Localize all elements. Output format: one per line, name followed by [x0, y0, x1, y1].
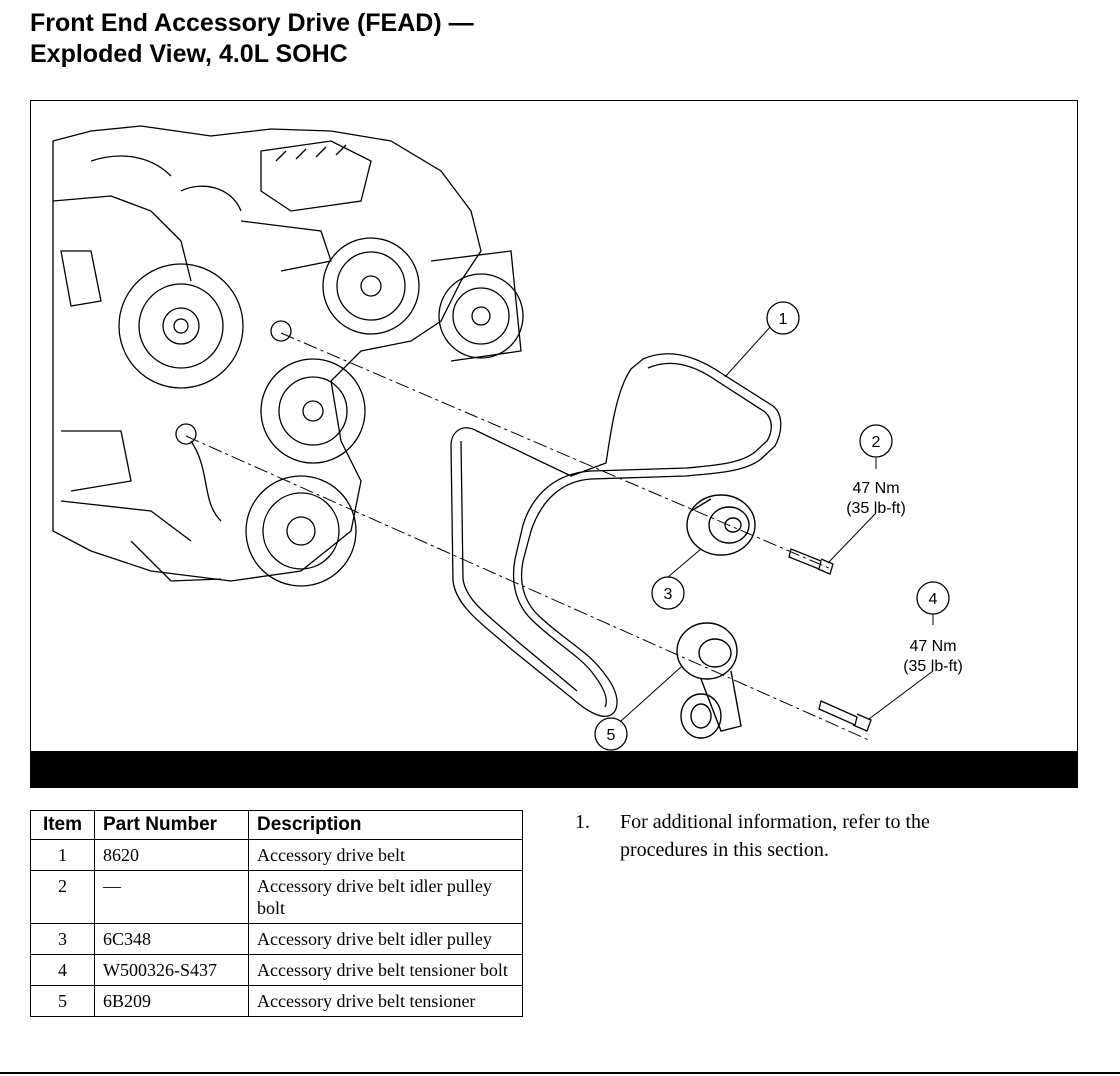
row-description: Accessory drive belt idler pulley [248, 923, 523, 955]
exploded-view-illustration: 1 2 47 Nm (35 lb-ft) 3 4 47 Nm (35 lb-ft… [52, 125, 963, 751]
note-text: For additional information, refer to the… [620, 811, 930, 861]
tensioner-assembly [676, 622, 738, 680]
table-row: 2 — Accessory drive belt idler pulley bo… [30, 870, 523, 924]
row-item: 1 [30, 839, 95, 871]
callout-3-circle [651, 576, 685, 610]
table-row: 5 6B209 Accessory drive belt tensioner [30, 985, 523, 1017]
title-line-1: Front End Accessory Drive (FEAD) — [30, 9, 474, 37]
tensioner-bolt [818, 700, 858, 726]
bottom-rule [0, 1072, 1120, 1074]
callout-4-torque-lbft: (35 lb-ft) [903, 658, 963, 675]
callout-5-circle [594, 717, 628, 751]
idler-centerline [280, 332, 832, 570]
callout-4-label: 4 [929, 591, 938, 608]
row-part-number: 8620 [94, 839, 249, 871]
row-item: 5 [30, 985, 95, 1017]
header-part-number: Part Number [94, 810, 249, 840]
header-item: Item [30, 810, 95, 840]
callout-1-circle [766, 301, 800, 335]
row-part-number: — [94, 870, 249, 924]
row-part-number: 6C348 [94, 923, 249, 955]
callout-3-label: 3 [664, 586, 673, 603]
row-item: 3 [30, 923, 95, 955]
parts-table: Item Part Number Description 1 8620 Acce… [30, 810, 523, 1017]
callout-2-torque-nm: 47 Nm [852, 480, 899, 497]
idler-pulley [686, 494, 756, 556]
note-number: 1. [575, 811, 590, 833]
exploded-view-figure: 1 2 47 Nm (35 lb-ft) 3 4 47 Nm (35 lb-ft… [30, 100, 1078, 788]
idler-pulley-bolt [788, 548, 822, 570]
callout-4-torque-nm: 47 Nm [909, 638, 956, 655]
ac-compressor-pulley [438, 273, 524, 359]
callout-4-circle [916, 581, 950, 615]
page-title: Front End Accessory Drive (FEAD) — Explo… [30, 8, 474, 70]
callout-2-circle [859, 424, 893, 458]
accessory-drive-belt [450, 353, 782, 717]
table-row: 1 8620 Accessory drive belt [30, 839, 523, 871]
figure-footer-bar [31, 751, 1077, 787]
header-description: Description [248, 810, 523, 840]
water-pump-pulley [260, 358, 366, 464]
table-row: 4 W500326-S437 Accessory drive belt tens… [30, 954, 523, 986]
row-item: 2 [30, 870, 95, 924]
power-steering-pulley [322, 237, 420, 335]
parts-table-header: Item Part Number Description [30, 810, 523, 840]
row-item: 4 [30, 954, 95, 986]
tensioner-centerline [185, 435, 872, 742]
row-part-number: W500326-S437 [94, 954, 249, 986]
crankshaft-pulley [245, 475, 357, 587]
callout-2-label: 2 [872, 434, 881, 451]
row-description: Accessory drive belt tensioner bolt [248, 954, 523, 986]
title-line-2: Exploded View, 4.0L SOHC [30, 40, 348, 68]
callout-2-torque-lbft: (35 lb-ft) [846, 500, 906, 517]
table-row: 3 6C348 Accessory drive belt idler pulle… [30, 923, 523, 955]
callout-1-label: 1 [779, 311, 788, 328]
row-part-number: 6B209 [94, 985, 249, 1017]
row-description: Accessory drive belt tensioner [248, 985, 523, 1017]
row-description: Accessory drive belt [248, 839, 523, 871]
alternator-pulley [118, 263, 244, 389]
row-description: Accessory drive belt idler pulley bolt [248, 870, 523, 924]
callout-5-label: 5 [607, 727, 616, 744]
